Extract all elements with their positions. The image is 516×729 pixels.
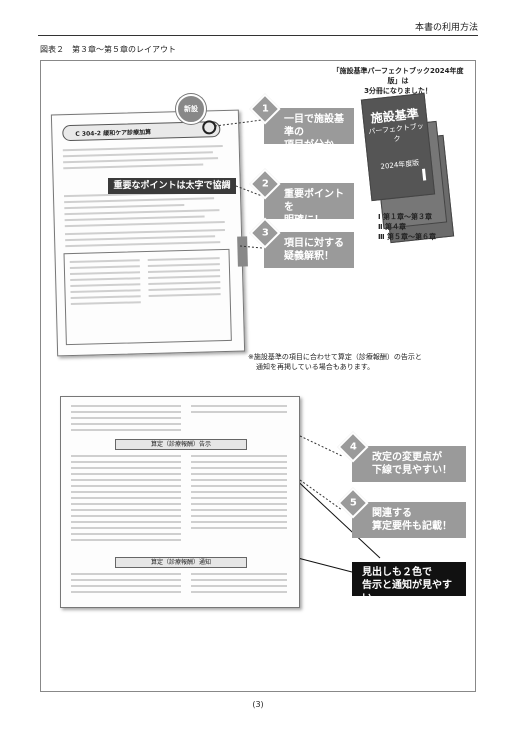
page-number: (3) xyxy=(252,700,264,709)
text-line xyxy=(71,573,181,575)
callout-line2: 項目が分かる！ xyxy=(284,140,334,164)
callout-3: 3 項目に対する 疑義解釈！ xyxy=(249,217,354,268)
callout-2: 2 重要ポイントを 明確に！ xyxy=(249,168,354,226)
callout-line2: 告示と通知が見やすい xyxy=(362,580,452,604)
text-line xyxy=(71,579,181,581)
text-line xyxy=(71,411,181,413)
text-line xyxy=(71,405,181,407)
callout-line1: 改定の変更点が xyxy=(372,452,442,463)
text-line xyxy=(191,473,287,475)
callout-1: 1 一目で施設基準の 項目が分かる！ xyxy=(249,93,354,164)
text-line xyxy=(191,585,287,587)
text-line xyxy=(191,411,287,413)
text-line xyxy=(71,461,181,463)
callout-line2: 明確に！ xyxy=(284,215,324,226)
text-line xyxy=(71,429,181,431)
book-promo-headline-line1: 「施設基準パーフェクトブック2024年度版」は xyxy=(332,67,464,85)
callout-5: 5 関連する 算定要件も記載！ xyxy=(337,487,466,538)
callout-line1: 一目で施設基準の xyxy=(284,114,344,138)
text-line xyxy=(191,521,287,523)
text-line xyxy=(71,473,181,475)
notice-header-2: 算定（診療報酬）通知 xyxy=(115,557,247,568)
callout-4: 4 改定の変更点が 下線で見やすい！ xyxy=(337,431,466,482)
text-line xyxy=(71,423,181,425)
volume-item: Ⅰ 第１章～第３章 xyxy=(378,213,433,221)
note: ※施設基準の項目に合わせて算定（診療報酬）の告示と 通知を再掲している場合もあり… xyxy=(248,352,422,372)
text-line xyxy=(71,491,181,493)
text-line xyxy=(191,527,287,529)
text-line xyxy=(71,515,181,517)
volume-item: Ⅲ 第５章～第６章 xyxy=(378,233,437,241)
callout-line1: 項目に対する xyxy=(284,238,344,249)
callout-line1: 重要ポイントを xyxy=(284,189,344,213)
emphasis-banner: 重要なポイントは太字で協調 xyxy=(108,178,236,194)
text-line xyxy=(191,579,287,581)
text-line xyxy=(191,573,287,575)
text-line xyxy=(191,497,287,499)
text-line xyxy=(71,503,181,505)
text-line xyxy=(191,591,287,593)
volume-item: Ⅱ 第４章 xyxy=(378,223,407,231)
text-line xyxy=(191,509,287,511)
running-header: 本書の利用方法 xyxy=(414,23,478,33)
text-line xyxy=(71,479,181,481)
text-line xyxy=(71,417,181,419)
figure-caption: 図表２ 第３章～第５章のレイアウト xyxy=(40,45,176,54)
text-line xyxy=(191,461,287,463)
callout-line2: 算定要件も記載！ xyxy=(372,521,452,532)
text-line xyxy=(191,455,287,457)
figure-frame xyxy=(40,60,476,692)
book-promo-headline: 「施設基準パーフェクトブック2024年度版」は 3分冊になりました！ xyxy=(328,66,468,96)
book-promo-headline-line2: 3分冊になりました！ xyxy=(364,87,432,95)
text-line xyxy=(191,491,287,493)
sample-page-bottom: 算定（診療報酬）告示 算定（診療報酬）通知 xyxy=(60,396,300,608)
text-line xyxy=(71,467,181,469)
text-line xyxy=(191,405,287,407)
text-line xyxy=(71,591,181,593)
volume-list: Ⅰ 第１章～第３章 Ⅱ 第４章 Ⅲ 第５章～第６章 xyxy=(378,212,436,242)
note-line1: ※施設基準の項目に合わせて算定（診療報酬）の告示と xyxy=(248,353,422,361)
text-line xyxy=(71,539,181,541)
text-line xyxy=(191,515,287,517)
callout-line2: 疑義解釈！ xyxy=(284,251,334,262)
text-line xyxy=(71,509,181,511)
text-line xyxy=(191,479,287,481)
notice-header: 算定（診療報酬）告示 xyxy=(115,439,247,450)
callout-line2: 下線で見やすい！ xyxy=(372,465,452,476)
text-line xyxy=(71,585,181,587)
text-line xyxy=(191,503,287,505)
new-badge: 新設 xyxy=(176,94,206,124)
text-line xyxy=(71,497,181,499)
note-line2: 通知を再掲している場合もあります。 xyxy=(256,363,375,371)
text-line xyxy=(191,467,287,469)
callout-line1: 見出しも２色で xyxy=(362,567,432,578)
text-line xyxy=(191,485,287,487)
callout-line1: 関連する xyxy=(372,508,412,519)
text-line xyxy=(71,527,181,529)
header-rule xyxy=(38,35,478,36)
text-line xyxy=(71,485,181,487)
callout-headings: 見出しも２色で 告示と通知が見やすい xyxy=(352,562,466,604)
text-line xyxy=(71,533,181,535)
text-line xyxy=(71,521,181,523)
text-line xyxy=(71,455,181,457)
